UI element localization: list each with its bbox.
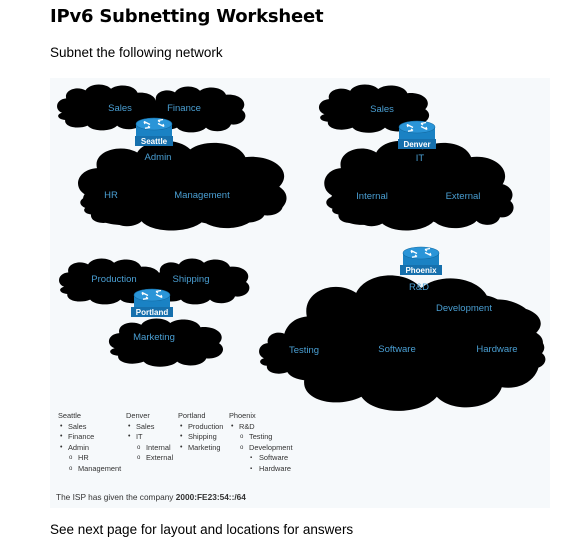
outline-heading-denver: Denver [126,411,150,420]
outline-item: Hardware [229,464,293,475]
outline-item: Admin [58,443,121,454]
label-sales-seattle: Sales [108,103,132,114]
label-management: Management [174,190,230,201]
label-development: Development [436,303,492,314]
outline-heading-phoenix: Phoenix [229,411,256,420]
label-software: Software [378,344,416,355]
label-rnd: R&D [409,282,429,293]
isp-prefix: 2000:FE23:54::/64 [175,492,246,502]
network-diagram: Sales Finance Admin HR Management Seattl… [57,84,546,411]
outline-item: Development [229,443,293,454]
outline-item: External [126,453,173,464]
label-finance: Finance [167,103,201,114]
label-admin: Admin [145,152,172,163]
label-production: Production [91,274,136,285]
label-sales-denver: Sales [370,104,394,115]
outline-item: HR [58,453,121,464]
label-marketing: Marketing [133,332,175,343]
router-icon-phoenix: Phoenix [400,246,442,275]
router-icon-denver: Denver [398,120,436,149]
label-hr: HR [104,190,118,201]
outline-item: Finance [58,432,121,443]
outline-item: Shipping [178,432,223,443]
outline-seattle: Seattle Sales Finance Admin HR Managemen… [58,411,121,474]
outline-item: Production [178,422,223,433]
isp-note-text: The ISP has given the company [56,492,176,502]
outline-item: R&D [229,422,293,433]
label-internal: Internal [356,191,388,202]
label-hardware: Hardware [476,344,517,355]
outline-phoenix: Phoenix R&D Testing Development Software… [229,411,293,474]
outline-portland: Portland Production Shipping Marketing [178,411,223,453]
label-external: External [446,191,481,202]
network-diagram-panel: Sales Finance Admin HR Management Seattl… [50,78,550,508]
outline-heading-seattle: Seattle [58,411,82,420]
outline-denver: Denver Sales IT Internal External [126,411,173,464]
label-it: IT [416,153,425,164]
outline-item: Software [229,453,293,464]
isp-note: The ISP has given the company 2000:FE23:… [56,492,246,502]
outline-item: Testing [229,432,293,443]
page-title: IPv6 Subnetting Worksheet [50,6,324,27]
svg-text:Denver: Denver [403,140,430,149]
router-icon-portland: Portland [131,288,173,317]
outline-item: Marketing [178,443,223,454]
outline-item: Sales [58,422,121,433]
label-testing: Testing [289,345,319,356]
outline-item: IT [126,432,173,443]
outline-item: Sales [126,422,173,433]
label-shipping: Shipping [173,274,210,285]
svg-text:Phoenix: Phoenix [405,266,437,275]
outline-heading-portland: Portland [178,411,206,420]
outline-item: Internal [126,443,173,454]
svg-text:Seattle: Seattle [141,137,168,146]
svg-text:Portland: Portland [136,308,169,317]
outline-item: Management [58,464,121,475]
instruction-text: Subnet the following network [50,45,223,60]
footer-note: See next page for layout and locations f… [50,522,354,537]
router-icon-seattle: Seattle [135,117,173,146]
